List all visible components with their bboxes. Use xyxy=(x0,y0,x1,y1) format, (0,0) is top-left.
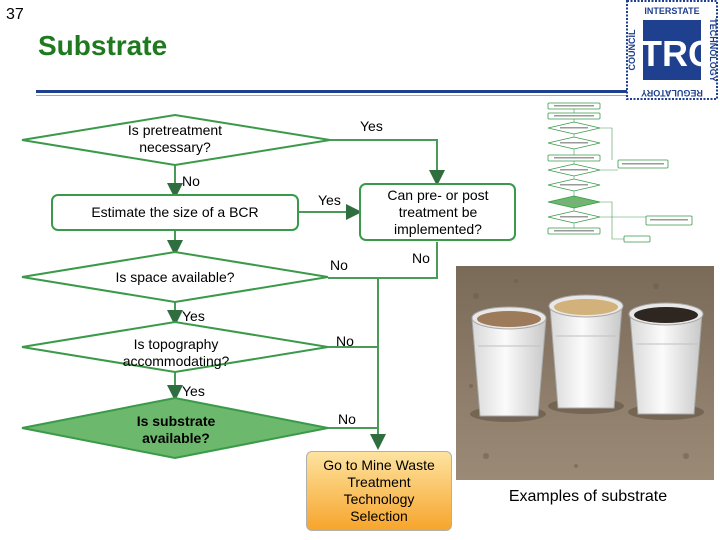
edge-label-space-yes: Yes xyxy=(182,308,205,324)
mini-flowchart-thumbnail xyxy=(538,100,718,245)
slide-title: Substrate xyxy=(38,30,168,61)
logo-interstate: INTERSTATE xyxy=(644,6,699,16)
edge-label-substrate-no: No xyxy=(338,411,356,427)
logo-technology: TECHNOLOGY xyxy=(708,18,718,82)
node-estimate-label: Estimate the size of a BCR xyxy=(91,204,259,220)
edge-label-pretreat-no: No xyxy=(182,173,200,189)
edge-label-estimate-yes: Yes xyxy=(318,192,341,208)
edge-label-topography-no: No xyxy=(336,333,354,349)
decision-substrate xyxy=(21,396,329,460)
edge-label-pretreat-yes: Yes xyxy=(360,118,383,134)
goto-mine-waste-box[interactable]: Go to Mine Waste Treatment Technology Se… xyxy=(306,451,452,531)
decision-pretreatment xyxy=(21,113,331,167)
title-rule xyxy=(36,90,628,93)
logo-council: COUNCIL xyxy=(627,29,637,70)
photo-caption: Examples of substrate xyxy=(508,488,668,505)
substrate-buckets-photo xyxy=(456,266,714,480)
decision-prepost-box xyxy=(359,183,516,241)
node-goto-label: Go to Mine Waste Treatment Technology Se… xyxy=(323,457,435,524)
itrc-logo: ITRC INTERSTATE TECHNOLOGY REGULATORY CO… xyxy=(626,0,718,100)
node-space-label: Is space available? xyxy=(115,269,235,285)
decision-space xyxy=(21,250,329,304)
node-pretreatment-label: Is pretreatment necessary? xyxy=(127,122,223,155)
connector-pretreat-yes xyxy=(330,139,445,186)
logo-regulatory: REGULATORY xyxy=(641,88,703,98)
node-prepost-label: Can pre- or post treatment be implemente… xyxy=(387,187,489,237)
edge-label-space-no: No xyxy=(330,257,348,273)
edge-label-topography-yes: Yes xyxy=(182,383,205,399)
node-substrate-label: Is substrate available? xyxy=(136,413,216,446)
slide-number: 37 xyxy=(6,6,24,23)
decision-topography xyxy=(21,320,329,374)
title-rule-thin xyxy=(36,95,628,96)
process-estimate-bcr xyxy=(51,194,299,231)
edge-label-prepost-no: No xyxy=(412,250,430,266)
connector-prepost-no xyxy=(378,242,438,279)
logo-mark: ITRC xyxy=(630,33,714,74)
node-topography-label: Is topography accommodating? xyxy=(122,336,230,369)
